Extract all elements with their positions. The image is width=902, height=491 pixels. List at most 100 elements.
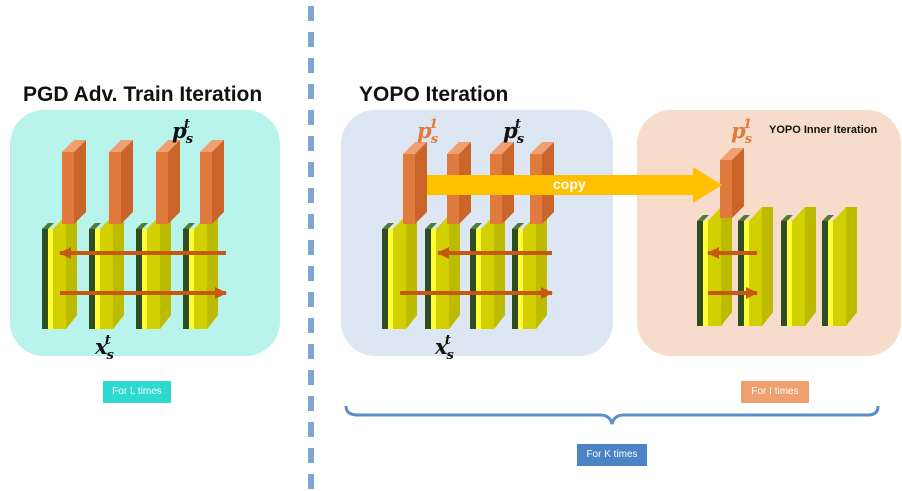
separator-dash [308,32,314,47]
layer-top [382,223,394,229]
layer-bright-strip [828,221,833,326]
separator-dash [308,58,314,73]
perturb-block [720,160,732,218]
layer-bright-strip [431,229,436,329]
right-title: YOPO Inner Iteration [769,124,878,136]
perturb-top [720,148,744,160]
layer-yellow-side [721,207,732,326]
separator-dash [308,214,314,229]
perturb-top [109,140,133,152]
layer-top [822,215,834,221]
layer-dark-plate [425,229,431,329]
separator-dash [308,188,314,203]
separator-dash [308,370,314,385]
perturb-block [156,152,168,224]
layer-bright-strip [388,229,393,329]
perturb-block [109,152,121,224]
layer-yellow-side [846,207,857,326]
left-title: PGD Adv. Train Iteration [23,83,263,106]
layer-dark-plate [136,229,142,329]
right-p1-label: ps1 [731,117,753,147]
separator-dash [308,266,314,281]
layer-bright-strip [476,229,481,329]
separator-dash [308,318,314,333]
middle-title: YOPO Iteration [359,83,509,106]
layer-bright-strip [142,229,147,329]
layer-bright-strip [95,229,100,329]
left-p-label: pst [172,117,194,147]
layer-bright-strip [744,221,749,326]
layer-top [781,215,793,221]
layer-yellow-side [66,215,77,329]
dashed-separator [308,0,314,491]
layer-top [42,223,54,229]
separator-dash [308,474,314,489]
layer-dark-plate [470,229,476,329]
layer-dark-plate [382,229,388,329]
separator-dash [308,136,314,151]
perturb-top [490,142,514,154]
perturb-top [447,142,471,154]
perturb-top [403,142,427,154]
layer-yellow-side [449,215,460,329]
layer-top [697,215,709,221]
layer-top [89,223,101,229]
separator-dash [308,422,314,437]
layer-top [183,223,195,229]
layer-dark-plate [738,221,744,326]
perturb-side [415,142,427,224]
separator-dash [308,396,314,411]
left-badge: For L times [103,381,171,403]
perturb-side [74,140,86,224]
layer-top [136,223,148,229]
layer-dark-plate [89,229,95,329]
layer-yellow-side [494,215,505,329]
layer-dark-plate [42,229,48,329]
layer-yellow-side [536,215,547,329]
middle-p1-label: ps1 [417,117,439,147]
left-x-label: xst [95,333,114,363]
copy-arrow-head [693,167,722,203]
layer-yellow-side [160,215,171,329]
perturb-block [200,152,212,224]
perturb-side [212,140,224,224]
separator-dash [308,292,314,307]
layer-yellow-side [207,215,218,329]
separator-dash [308,240,314,255]
outer-badge: For K times [577,444,647,466]
middle-pt-label: pst [503,117,525,147]
perturb-side [168,140,180,224]
layer-yellow-side [406,215,417,329]
layer-bright-strip [518,229,523,329]
layer-dark-plate [781,221,787,326]
right-badge: For I times [741,381,809,403]
separator-dash [308,6,314,21]
perturb-side [121,140,133,224]
separator-dash [308,448,314,463]
outer-brace [344,405,880,425]
layer-dark-plate [512,229,518,329]
perturb-top [62,140,86,152]
layer-top [738,215,750,221]
layer-dark-plate [183,229,189,329]
layer-dark-plate [822,221,828,326]
middle-x-label: xst [435,333,454,363]
layer-yellow-side [805,207,816,326]
layer-top [512,223,524,229]
layer-yellow-side [762,207,773,326]
copy-arrow-body [427,175,695,195]
perturb-top [156,140,180,152]
layer-bright-strip [48,229,53,329]
perturb-top [200,140,224,152]
perturb-block [403,154,415,224]
layer-bright-strip [189,229,194,329]
perturb-side [732,148,744,218]
layer-bright-strip [703,221,708,326]
layer-dark-plate [697,221,703,326]
layer-yellow-side [113,215,124,329]
separator-dash [308,162,314,177]
perturb-top [530,142,554,154]
layer-top [470,223,482,229]
perturb-block [62,152,74,224]
